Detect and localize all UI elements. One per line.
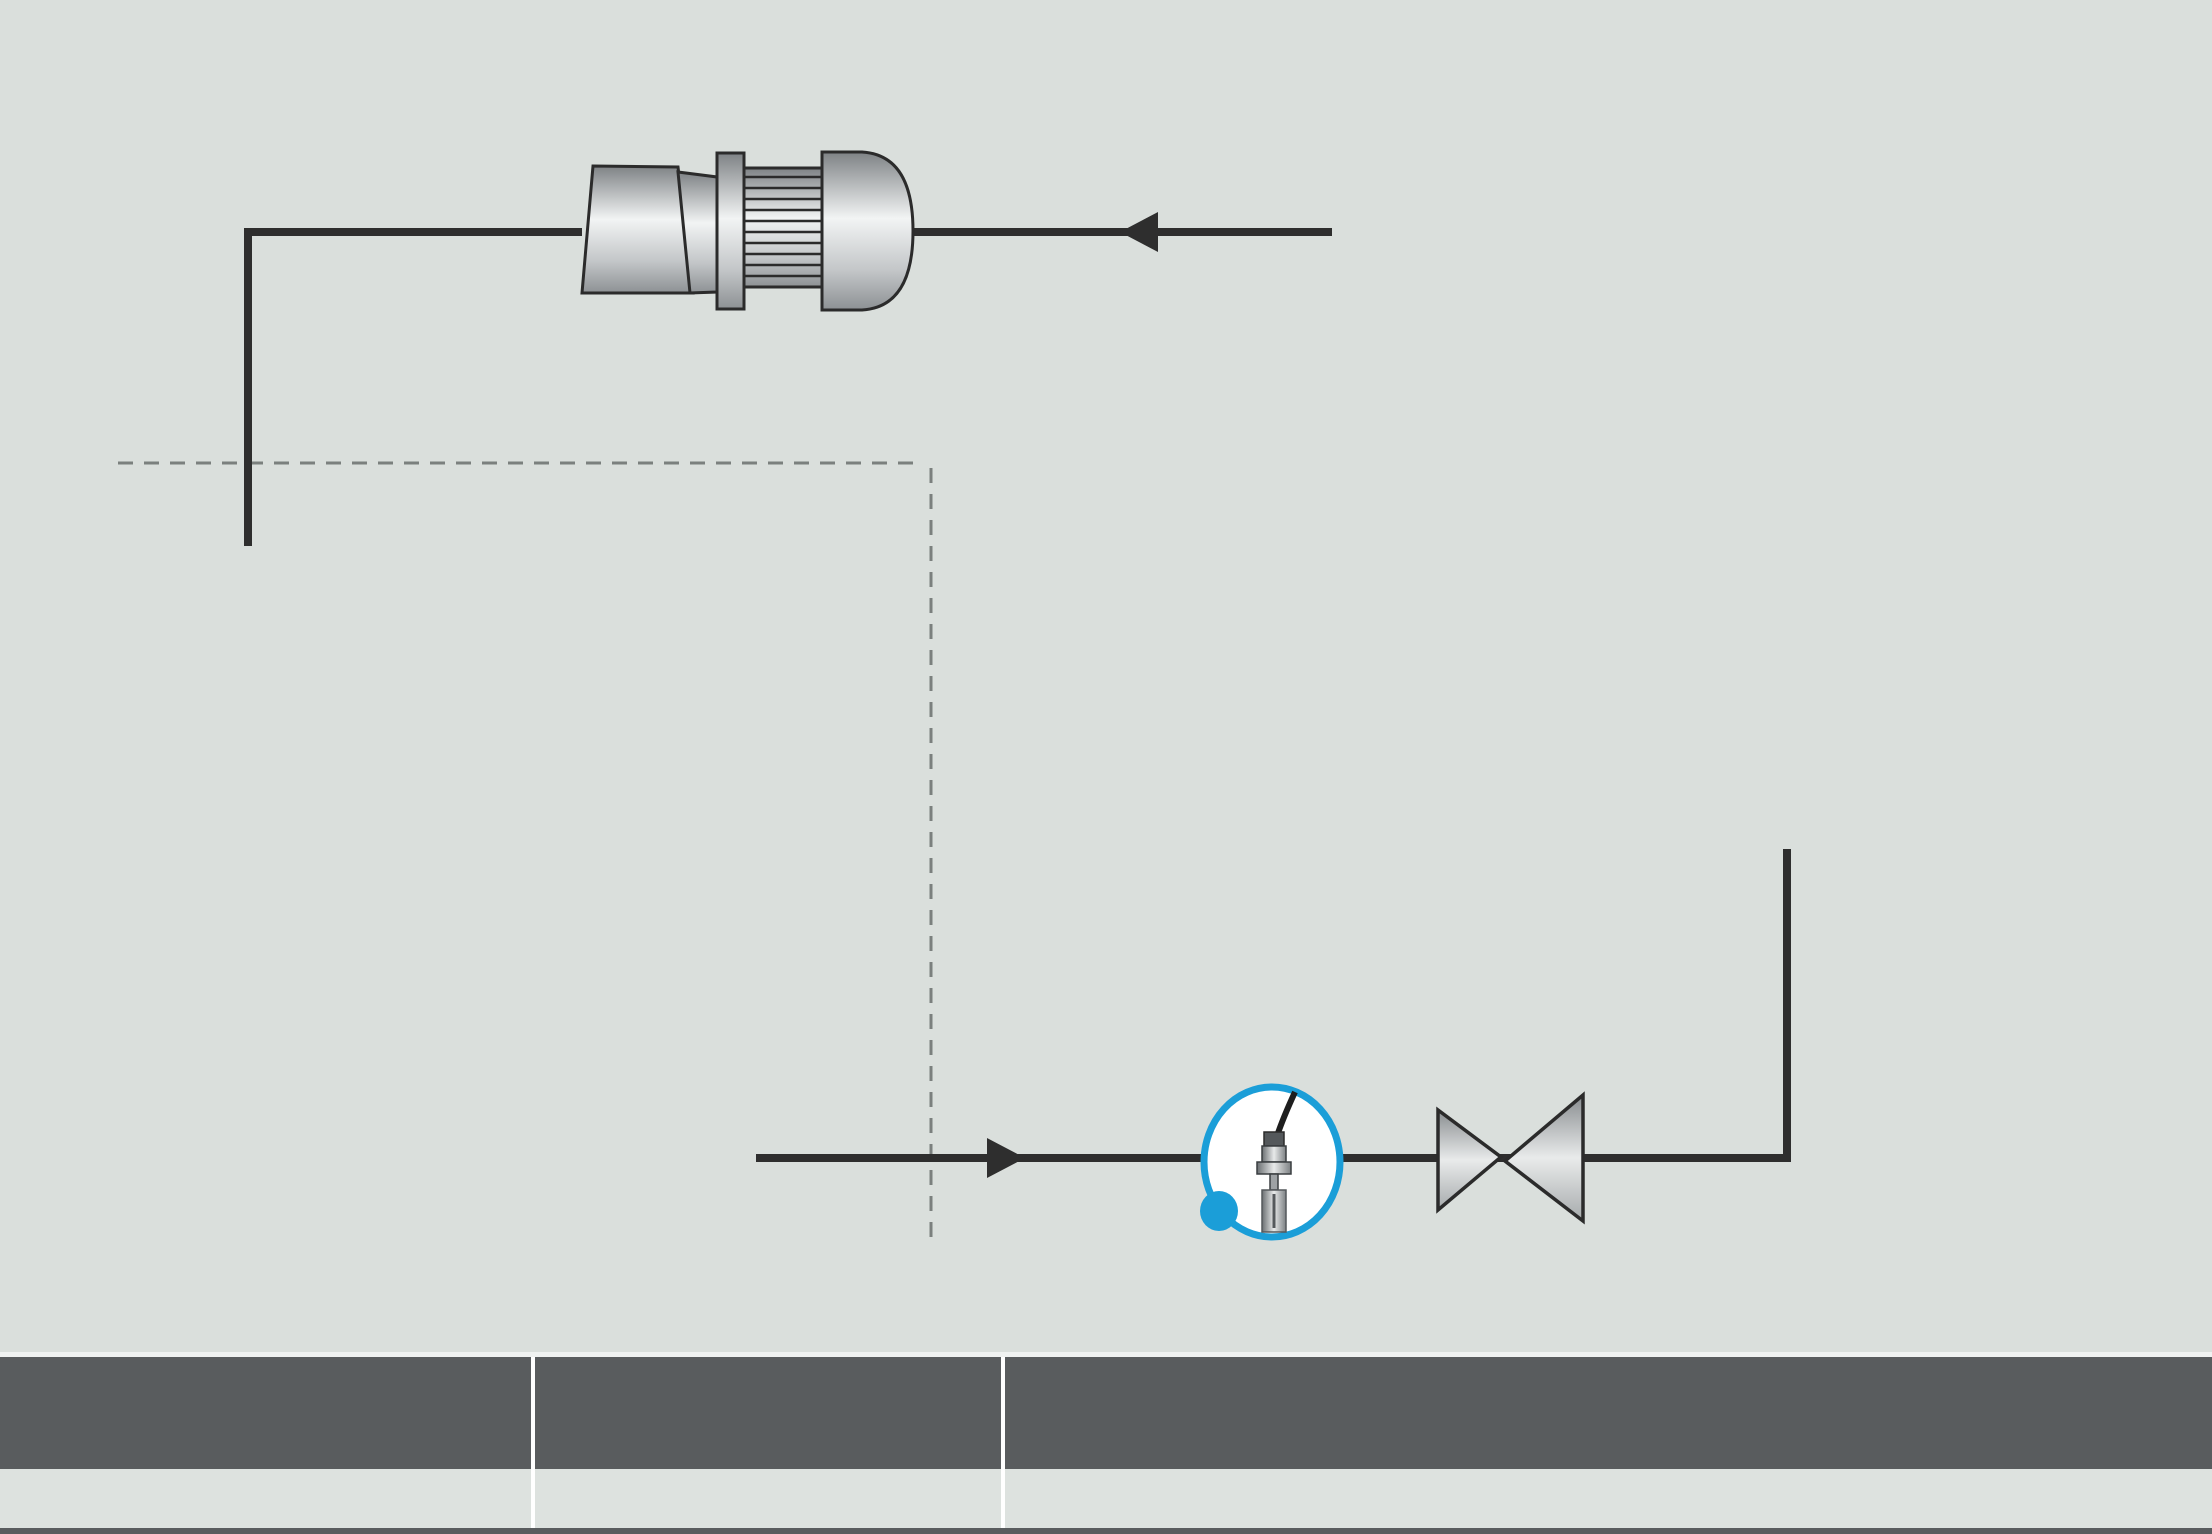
compressor-motor-body — [820, 150, 915, 312]
table-header-row — [0, 1357, 2212, 1469]
pipe-compressor-to-capacitor — [244, 228, 582, 546]
probe-hex-nut — [1256, 1161, 1292, 1175]
probe-shaft — [1269, 1173, 1279, 1191]
table-cell-measuring-task — [1005, 1469, 2212, 1528]
expansion-valve-symbol — [1436, 1091, 1585, 1225]
compressor-symbol — [580, 150, 915, 312]
compressor-fan-housing — [580, 164, 695, 295]
measuring-point-badge — [1200, 1191, 1238, 1231]
measuring-point-table — [0, 1352, 2212, 1534]
expansion-valve-left-cone — [1436, 1106, 1504, 1214]
flow-arrow-left-icon — [1120, 212, 1158, 252]
pipe-capacitor-to-evaporator — [756, 849, 1791, 1162]
expansion-valve-right-cone — [1502, 1091, 1585, 1225]
table-cell-measuring-point — [0, 1469, 535, 1528]
oil-sensor-probe-icon — [1256, 1090, 1298, 1233]
table-bottom-strip — [0, 1528, 2212, 1534]
flow-arrow-right-icon — [987, 1138, 1025, 1178]
table-header-measuring-task — [1005, 1357, 2212, 1469]
diagram-background — [0, 0, 2212, 1352]
table-header-measuring-point — [0, 1357, 535, 1469]
compressor-ribs — [744, 175, 822, 278]
probe-connector — [1263, 1131, 1285, 1147]
circuit-diagram-canvas — [0, 0, 2212, 1352]
probe-body — [1261, 1145, 1287, 1163]
compressor-ribbed-section — [742, 166, 824, 289]
table-header-installation — [535, 1357, 1005, 1469]
table-cell-installation — [535, 1469, 1005, 1528]
table-row — [0, 1469, 2212, 1528]
compressor-flange — [715, 151, 746, 311]
table-top-separator — [0, 1352, 2212, 1357]
